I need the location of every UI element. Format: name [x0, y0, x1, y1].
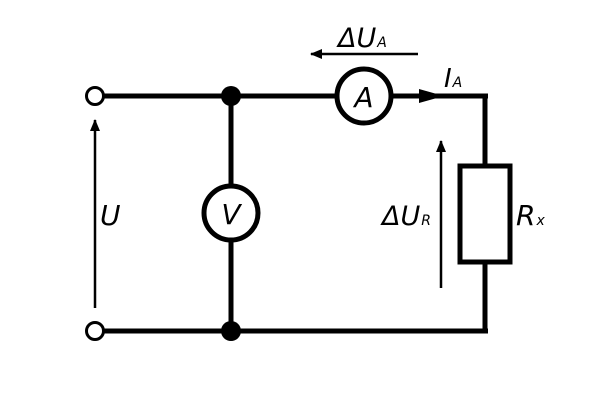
wires — [103, 93, 488, 334]
junction-top — [221, 86, 241, 106]
ammeter-symbol: A — [352, 81, 373, 114]
label-delta-u-a-main: ΔU — [336, 23, 376, 54]
current-arrow-head — [419, 89, 444, 103]
junction-bottom — [221, 321, 241, 341]
label-delta-u-a: ΔUA — [336, 23, 387, 54]
ammeter: A — [334, 66, 394, 126]
label-i-a-main: I — [444, 64, 452, 94]
label-i-a: IA — [444, 64, 462, 94]
ammeter-circle — [334, 66, 394, 126]
label-u: U — [100, 199, 121, 232]
label-delta-u-a-sub: A — [376, 35, 387, 51]
label-delta-u-r-sub: R — [421, 213, 431, 229]
label-r-x: Rx — [516, 199, 545, 232]
label-u-main: U — [100, 199, 121, 232]
terminal-top — [85, 86, 105, 106]
label-delta-u-r: ΔUR — [380, 201, 431, 232]
voltmeter: V — [201, 183, 261, 243]
terminal-bottom — [85, 321, 105, 341]
label-i-a-sub: A — [452, 75, 463, 91]
label-delta-u-r-main: ΔU — [380, 201, 420, 232]
label-r-x-main: R — [516, 199, 535, 232]
voltmeter-circle — [201, 183, 261, 243]
voltmeter-symbol: V — [221, 198, 242, 231]
label-r-x-sub: x — [535, 213, 545, 229]
resistor-rx — [457, 163, 513, 265]
